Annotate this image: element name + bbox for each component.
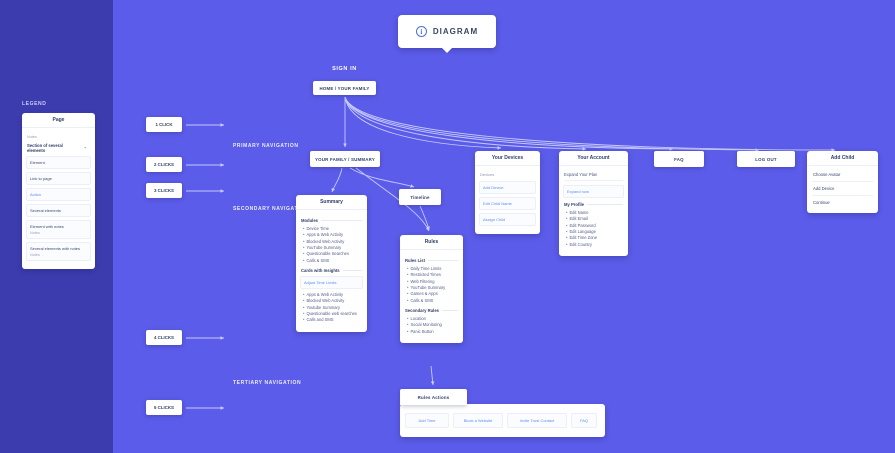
legend-several-notes-sample: Several elements with notes Notes [26,242,91,261]
info-icon: i [415,26,427,37]
add-child-title: Add Child [807,151,878,166]
add-time-link[interactable]: Add Time [405,413,449,428]
add-device-item: Add Device [812,182,873,196]
legend-link-sample: Link to page [26,172,91,185]
list-item: Edit Name [566,210,624,216]
adjust-time-limits-link[interactable]: Adjust Time Limits [300,276,363,290]
legend-several-notes-label: Several elements with notes [30,246,81,251]
rules-list: Daily Time Limits Restricted Times Web F… [404,266,459,304]
your-devices-card[interactable]: Your Devices Devices Add Device Edit Chi… [475,151,540,234]
list-item: Calls & SMS [303,258,363,264]
list-item: Questionable Searches [303,251,363,257]
bubble-tail [442,48,452,53]
list-item: Social Monitoring [407,322,459,328]
rules-list-header: Rules List [405,258,458,263]
legend-element-notes-label: Element with notes [30,224,64,229]
legend-several-notes-note: Notes [30,253,40,257]
choose-avatar-item: Choose Avatar [812,168,873,182]
legend-notes-label: Notes [27,135,37,139]
click-badge-4: 4 CLICKS [146,330,182,345]
expand-now-link[interactable]: Expand now [563,185,624,198]
your-account-card[interactable]: Your Account Expand Your Plan Expand now… [559,151,628,257]
add-child-card[interactable]: Add Child Choose Avatar Add Device Conti… [807,151,878,213]
list-item: Blocked Web Activity [303,298,363,304]
your-account-title: Your Account [559,151,628,166]
list-item: Restricted Times [407,272,459,278]
faq-node[interactable]: FAQ [654,151,704,167]
list-item: Games & Apps [407,291,459,297]
block-website-link[interactable]: Block a Website [453,413,503,428]
legend-section-header[interactable]: Section of several elements ⌃ [27,143,90,153]
legend-sidebar: LEGEND Page Notes Section of several ele… [0,0,113,453]
secondary-rules-list: Location Social Monitoring Panic Button [404,316,459,335]
devices-section-label: Devices [480,172,495,177]
collapse-caret-icon: ⌃ [83,145,87,151]
legend-element-notes-note: Notes [30,231,40,235]
list-item: Calls and SMS [303,317,363,323]
list-item: Location [407,316,459,322]
list-item: Edit Country [566,242,624,248]
legend-element-sample: Element [26,156,91,169]
list-item: Calls & SMS [407,298,459,304]
list-item: Edit Language [566,229,624,235]
add-device-link[interactable]: Add Device [479,181,536,194]
insights-header: Cards with Insights [301,268,362,273]
list-item: YouTube Summary [303,245,363,251]
list-item: Edit Password [566,223,624,229]
primary-navigation-label: PRIMARY NAVIGATION [233,143,299,149]
profile-items-list: Edit Name Edit Email Edit Password Edit … [563,210,624,248]
sign-in-label: SIGN IN [332,66,357,72]
list-item: Panic Button [407,329,459,335]
list-item: Edit Email [566,216,624,222]
legend-section-label: Section of several elements [27,143,63,153]
list-item: Youtube Summary [303,305,363,311]
click-badge-1: 1 CLICK [146,117,182,132]
rules-actions-card[interactable]: Add Time Block a Website Invite Trust Co… [400,404,605,437]
modules-header: Modules [301,218,362,223]
legend-action-sample: Action [26,188,91,201]
your-family-summary-node[interactable]: YOUR FAMILY / SUMMARY [310,151,380,167]
timeline-node[interactable]: Timeline [399,189,441,205]
click-badge-3: 3 CLICKS [146,183,182,198]
list-item: Questionable web searches [303,311,363,317]
list-item: Apps & Web Activity [303,292,363,298]
legend-heading: LEGEND [22,101,47,107]
insights-list: Apps & Web Activity Blocked Web Activity… [300,292,363,324]
list-item: YouTube Summary [407,285,459,291]
tertiary-navigation-label: TERTIARY NAVIGATION [233,380,302,386]
list-item: Device Time [303,226,363,232]
edit-child-name-link[interactable]: Edit Child Name [479,197,536,210]
list-item: Apps & Web Activity [303,232,363,238]
rules-actions-tab[interactable]: Rules Actions [400,389,467,405]
log-out-node[interactable]: LOG OUT [737,151,795,167]
home-your-family-node[interactable]: HOME / YOUR FAMILY [313,81,376,95]
diagram-header: i DIAGRAM [398,15,496,53]
expand-plan-label: Expand Your Plan [564,172,623,181]
click-badge-2: 2 CLICKS [146,157,182,172]
your-devices-title: Your Devices [475,151,540,166]
my-profile-header: My Profile [564,202,623,207]
legend-page-label: Page [22,113,95,128]
legend-element-notes-sample: Element with notes Notes [26,220,91,239]
secondary-rules-header: Secondary Rules [405,308,458,313]
click-badge-5: 5 CLICKS [146,400,182,415]
legend-several-sample: Several elements [26,204,91,217]
rules-card[interactable]: Rules Rules List Daily Time Limits Restr… [400,235,463,344]
list-item: Blocked Web Activity [303,239,363,245]
rules-title: Rules [400,235,463,250]
list-item: Edit Time Zone [566,235,624,241]
list-item: Web Filtering [407,279,459,285]
diagram-title: DIAGRAM [432,27,479,36]
summary-title: Summary [296,195,367,210]
secondary-navigation-label: SECONDARY NAVIGATION [233,206,309,212]
list-item: Daily Time Limits [407,266,459,272]
legend-card: Page Notes Section of several elements ⌃… [22,113,95,269]
continue-link[interactable]: Continue [813,200,830,205]
modules-list: Device Time Apps & Web Activity Blocked … [300,226,363,264]
assign-child-link[interactable]: Assign Child [479,213,536,226]
faq-link[interactable]: FAQ [571,413,597,428]
summary-card[interactable]: Summary Modules Device Time Apps & Web A… [296,195,367,332]
invite-trust-contact-link[interactable]: Invite Trust Contact [507,413,567,428]
